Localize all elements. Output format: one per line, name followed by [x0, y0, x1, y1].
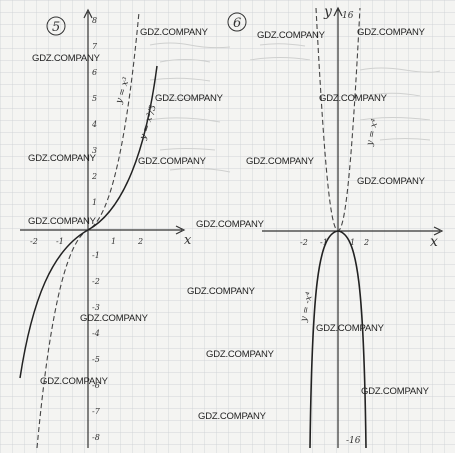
x-tick-6-2: 2 [363, 238, 369, 247]
x-tick-5-neg1: -1 [56, 237, 64, 246]
graph-6: 6 x y -2 -1 1 2 16 -16 y = x⁴ y = -x⁴ [227, 4, 444, 449]
watermark: GDZ.COMPANY [155, 93, 223, 104]
y-tick-6-16: 16 [342, 11, 354, 21]
curve-5-x-cubed-third [19, 65, 158, 379]
y-tick-5-2: 2 [91, 172, 97, 181]
y-tick-5-neg1: -1 [92, 251, 100, 260]
x-axis-label-6: x [430, 234, 438, 250]
problem-number-6-circle [227, 12, 247, 32]
curve-6-neg-x-fourth [309, 230, 367, 449]
problem-number-6: 6 [233, 16, 241, 31]
y-tick-5-1: 1 [92, 198, 97, 207]
watermark: GDZ.COMPANY [361, 386, 429, 397]
y-tick-5-neg5: -5 [92, 355, 100, 364]
y-tick-5-neg4: -4 [92, 329, 100, 338]
y-tick-5-8: 8 [92, 16, 97, 25]
watermark: GDZ.COMPANY [357, 27, 425, 38]
watermark: GDZ.COMPANY [138, 156, 206, 167]
watermark: GDZ.COMPANY [80, 313, 148, 324]
y-tick-5-6: 6 [92, 68, 97, 77]
problem-number-5-circle [46, 16, 66, 36]
y-tick-5-3: 3 [92, 146, 97, 155]
watermark: GDZ.COMPANY [257, 30, 325, 41]
y-tick-5-4: 4 [91, 120, 97, 129]
watermark: GDZ.COMPANY [187, 286, 255, 297]
y-tick-5-neg2: -2 [92, 277, 100, 286]
watermark: GDZ.COMPANY [140, 27, 208, 38]
x-axis-arrow-6 [433, 226, 444, 236]
y-axis-arrow-6 [333, 6, 343, 17]
y-axis-label-6: y [323, 4, 333, 20]
x-tick-6-1: 1 [350, 238, 355, 247]
problem-number-5: 5 [52, 20, 60, 35]
x-tick-5-2: 2 [137, 237, 143, 246]
y-axis-arrow-5 [83, 8, 93, 19]
x-tick-5-1: 1 [111, 237, 116, 246]
y-tick-5-5: 5 [92, 94, 97, 103]
x-ticks-6: -2 -1 1 2 [300, 238, 369, 247]
x-tick-6-neg2: -2 [300, 238, 308, 247]
y-tick-5-neg8: -8 [92, 433, 100, 442]
watermark: GDZ.COMPANY [357, 176, 425, 187]
y-ticks-5: 1 2 3 4 5 6 7 8 -1 -2 -3 -4 -5 -6 -7 -8 [91, 16, 101, 442]
watermark: GDZ.COMPANY [206, 349, 274, 360]
watermark: GDZ.COMPANY [198, 411, 266, 422]
x-ticks-5: -2 -1 1 2 [30, 237, 143, 246]
watermark: GDZ.COMPANY [196, 219, 264, 230]
y-tick-6-neg16: -16 [346, 436, 361, 446]
y-tick-5-7: 7 [92, 42, 98, 51]
watermark: GDZ.COMPANY [40, 376, 108, 387]
x-axis-label-5: x [184, 233, 192, 248]
watermark: GDZ.COMPANY [28, 216, 96, 227]
watermark: GDZ.COMPANY [32, 53, 100, 64]
watermark: GDZ.COMPANY [316, 323, 384, 334]
x-tick-5-neg2: -2 [30, 237, 38, 246]
watermark: GDZ.COMPANY [319, 93, 387, 104]
watermark: GDZ.COMPANY [28, 153, 96, 164]
bleed-through-text [149, 42, 441, 173]
y-tick-5-neg7: -7 [92, 407, 101, 416]
x-tick-6-neg1: -1 [320, 238, 328, 247]
y-tick-5-neg3: -3 [92, 303, 100, 312]
x-axis-arrow-5 [175, 225, 186, 235]
watermark: GDZ.COMPANY [246, 156, 314, 167]
y-tick-5-neg6: -6 [92, 381, 100, 390]
